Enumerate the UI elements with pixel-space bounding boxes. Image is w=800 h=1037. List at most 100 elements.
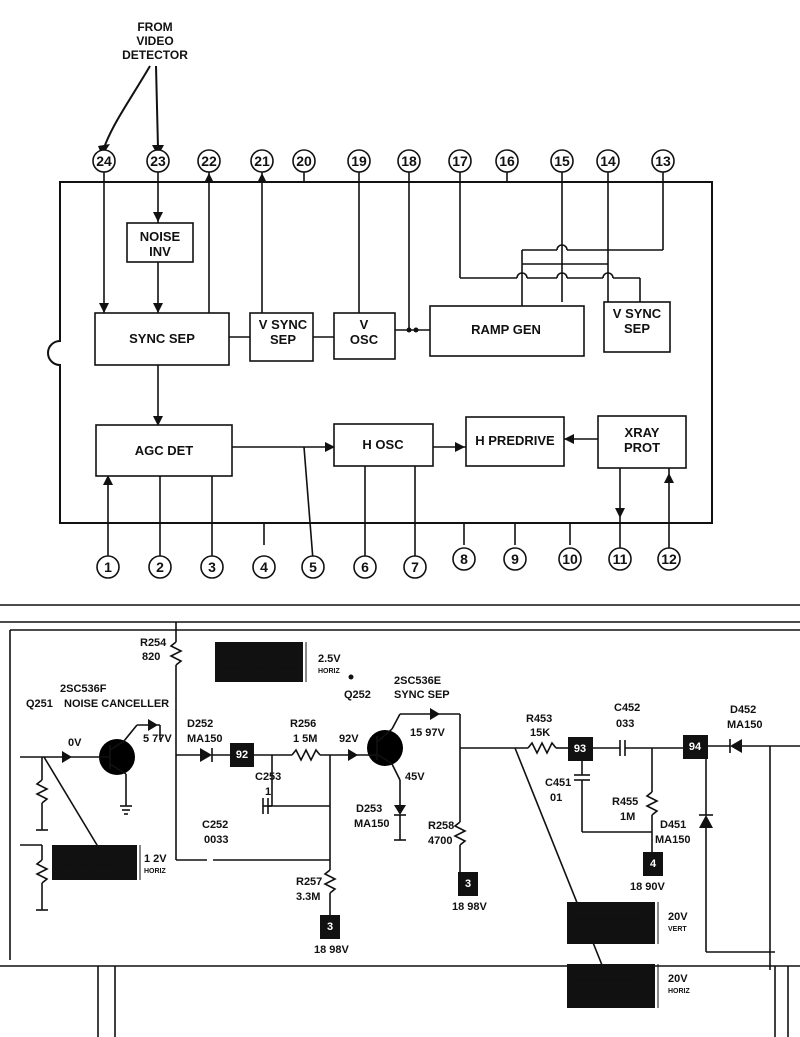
- v-sync-sep-1-label-1: V SYNC: [259, 317, 308, 332]
- c252-value: 0033: [204, 834, 228, 846]
- svg-text:18: 18: [401, 153, 417, 169]
- d253-value: MA150: [354, 818, 389, 830]
- pin-6: 6: [353, 555, 377, 579]
- test-point-92: 92: [230, 743, 254, 767]
- pin-24: 24: [92, 149, 116, 173]
- q252-collector-voltage: 15 97V: [410, 727, 446, 739]
- svg-text:15: 15: [554, 153, 570, 169]
- svg-text:16: 16: [499, 153, 515, 169]
- svg-text:20: 20: [296, 153, 312, 169]
- svg-text:19: 19: [351, 153, 367, 169]
- pin-12: 12: [657, 547, 681, 571]
- d252-ref: D252: [187, 718, 213, 730]
- tp3-right-voltage: 18 98V: [452, 901, 488, 913]
- q251-base-voltage: 0V: [68, 737, 82, 749]
- schematic-wiring: [20, 622, 800, 986]
- svg-text:21: 21: [254, 153, 270, 169]
- pin-7: 7: [403, 555, 427, 579]
- svg-text:6: 6: [361, 559, 369, 575]
- test-point-3-left: 3: [320, 915, 340, 939]
- d452-ref: D452: [730, 704, 756, 716]
- pin-10: 10: [558, 547, 582, 571]
- scope-trace-4: 20V HORIZ: [567, 964, 691, 1008]
- r256-ref: R256: [290, 718, 316, 730]
- xray-prot-block: XRAY PROT: [597, 415, 687, 469]
- voltage-arrows: [62, 708, 440, 763]
- internal-wiring: [107, 329, 670, 561]
- r455-ref: R455: [612, 796, 638, 808]
- svg-text:10: 10: [562, 551, 578, 567]
- svg-text:22: 22: [201, 153, 217, 169]
- noise-inv-block: NOISE INV: [126, 222, 194, 263]
- svg-text:5: 5: [309, 559, 317, 575]
- d451-value: MA150: [655, 834, 690, 846]
- source-label-line-1: FROM: [137, 20, 172, 34]
- c451-ref: C451: [545, 777, 571, 789]
- r254-ref: R254: [140, 637, 167, 649]
- v-sync-sep-2-label-2: SEP: [624, 321, 650, 336]
- pin-23: 23: [146, 149, 170, 173]
- scope-1-sweep: HORIZ: [318, 668, 341, 675]
- c452-ref: C452: [614, 702, 640, 714]
- scope-2-amplitude: 1 2V: [144, 853, 167, 865]
- scope-4-sweep: HORIZ: [668, 988, 691, 995]
- q252-emitter-voltage: 45V: [405, 771, 425, 783]
- pin-9: 9: [503, 547, 527, 571]
- h-predrive-block: H PREDRIVE: [465, 416, 565, 467]
- c253-value: 1: [265, 786, 271, 798]
- q252-type: 2SC536E: [394, 675, 441, 687]
- source-label-line-2: VIDEO: [136, 34, 173, 48]
- r453-value: 15K: [530, 727, 550, 739]
- bottom-pins: 1 2 3 4 5 6 7 8 9 10 11 12: [96, 547, 681, 579]
- svg-text:11: 11: [613, 551, 628, 567]
- svg-text:23: 23: [150, 153, 166, 169]
- pin-18: 18: [397, 149, 421, 173]
- tp4-voltage: 18 90V: [630, 881, 666, 893]
- r258-ref: R258: [428, 820, 454, 832]
- component-labels: R254 820 2SC536F Q251 NOISE CANCELLER 0V…: [26, 637, 762, 956]
- test-point-3-right: 3: [458, 872, 478, 896]
- q251-function: NOISE CANCELLER: [64, 698, 169, 710]
- svg-text:7: 7: [411, 559, 419, 575]
- r256-value: 1 5M: [293, 733, 317, 745]
- tp3-left-voltage: 18 98V: [314, 944, 350, 956]
- d252-value: MA150: [187, 733, 222, 745]
- junction-dots: [406, 327, 419, 333]
- c253-ref: C253: [255, 771, 281, 783]
- svg-text:4: 4: [650, 858, 657, 870]
- c451-value: 01: [550, 792, 562, 804]
- v-sync-sep-1-label-2: SEP: [270, 332, 296, 347]
- pin-22: 22: [197, 149, 221, 173]
- v-sync-sep-block-1: V SYNC SEP: [249, 312, 314, 362]
- d452-value: MA150: [727, 719, 762, 731]
- pin-16: 16: [495, 149, 519, 173]
- scope-trace-2: 1 2V HORIZ: [52, 845, 167, 880]
- ic-outline: [47, 181, 713, 524]
- svg-text:2: 2: [156, 559, 164, 575]
- pin-21: 21: [250, 149, 274, 173]
- scope-2-sweep: HORIZ: [144, 868, 167, 875]
- pin-11: 11: [608, 547, 632, 571]
- r257-ref: R257: [296, 876, 322, 888]
- pin-17: 17: [448, 149, 472, 173]
- r257-value: 3.3M: [296, 891, 320, 903]
- top-pins: 24 23 22 21 20 19 18 17 16 15 14 13: [92, 149, 675, 173]
- sync-sep-label: SYNC SEP: [129, 331, 195, 346]
- q252-ref: Q252: [344, 689, 371, 701]
- pin-20: 20: [292, 149, 316, 173]
- source-label: FROM VIDEO DETECTOR: [122, 20, 188, 62]
- scope-trace-1: 2.5V HORIZ: [215, 642, 341, 682]
- c252-ref: C252: [202, 819, 228, 831]
- scope-trace-3: 20V VERT: [567, 902, 688, 944]
- svg-text:4: 4: [260, 559, 268, 575]
- pin-19: 19: [347, 149, 371, 173]
- c452-value: 033: [616, 718, 634, 730]
- v-osc-label-1: V: [360, 317, 369, 332]
- test-point-94: 94: [683, 735, 708, 759]
- xray-prot-label-1: XRAY: [625, 425, 660, 440]
- pin-4: 4: [252, 555, 276, 579]
- agc-det-block: AGC DET: [95, 424, 233, 477]
- svg-text:24: 24: [96, 153, 112, 169]
- h-osc-block: H OSC: [333, 423, 434, 467]
- sync-sep-block: SYNC SEP: [94, 312, 230, 366]
